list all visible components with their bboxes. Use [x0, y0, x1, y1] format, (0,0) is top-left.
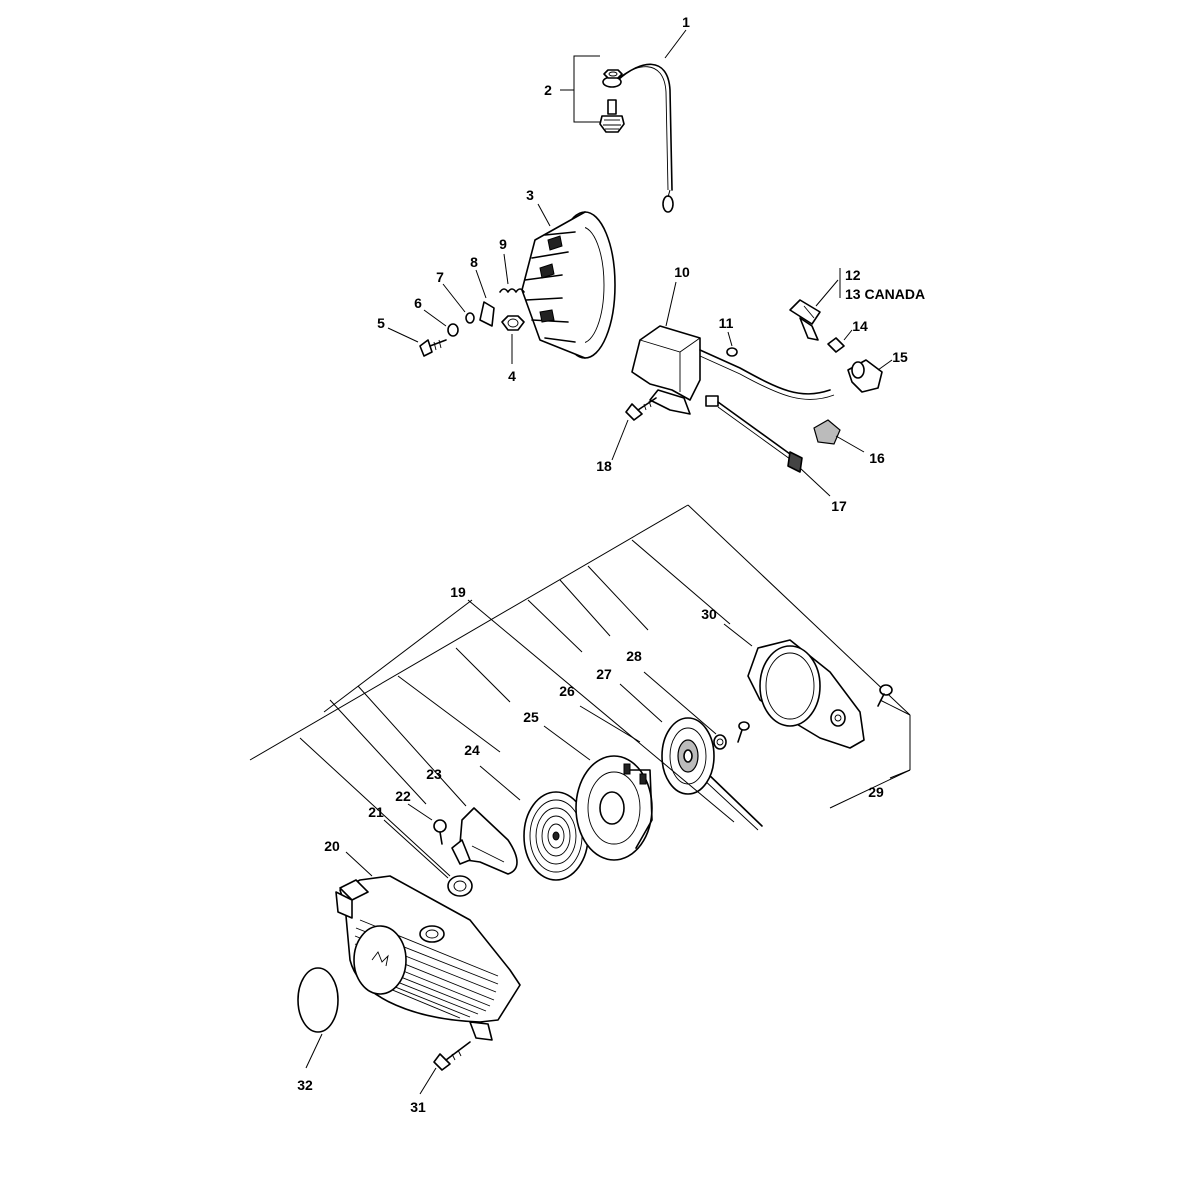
- rope-reel-part: [661, 717, 715, 795]
- callout-17: 17: [831, 498, 847, 514]
- small-washer-part: [465, 312, 475, 324]
- callout-24: 24: [464, 742, 480, 758]
- spark-plug-part: [789, 299, 821, 341]
- ground-wire-part: [602, 63, 674, 213]
- callout-14: 14: [852, 318, 868, 334]
- rope-guide-part: [447, 875, 473, 897]
- callout-11: 11: [719, 315, 734, 331]
- callout-27: 27: [596, 666, 612, 682]
- reel-washer-screw-part: [713, 721, 750, 750]
- housing-screw-part: [433, 1041, 471, 1071]
- callout-21: 21: [368, 804, 384, 820]
- coil-washer-part: [726, 347, 738, 357]
- starter-housing-part: [335, 875, 521, 1041]
- callout-8: 8: [470, 254, 478, 270]
- nut-stud-part: [599, 69, 625, 133]
- terminal-nut-part: [827, 337, 845, 353]
- leader-lines: [299, 29, 911, 1095]
- callout-16: 16: [869, 450, 885, 466]
- callout-5: 5: [377, 315, 385, 331]
- callout-7: 7: [436, 269, 444, 285]
- callout-4: 4: [508, 368, 516, 384]
- callout-1: 1: [682, 14, 690, 30]
- callout-15: 15: [892, 349, 908, 365]
- callout-20: 20: [324, 838, 340, 854]
- callout-29: 29: [868, 784, 884, 800]
- bolt-part: [419, 339, 447, 357]
- flywheel-part: [521, 211, 616, 359]
- starter-rope-part: [701, 771, 763, 831]
- callout-18: 18: [596, 458, 612, 474]
- spring-case-part: [575, 755, 653, 861]
- callout-9: 9: [499, 236, 507, 252]
- spring-part: [499, 288, 525, 293]
- callout-10: 10: [674, 264, 690, 280]
- flywheel-nut-part: [501, 315, 525, 331]
- callout-30: 30: [701, 606, 717, 622]
- callout-25: 25: [523, 709, 539, 725]
- plug-cap-part: [847, 359, 883, 393]
- callout-31: 31: [410, 1099, 426, 1115]
- handle-screw-part: [433, 819, 447, 845]
- plate-screw-part: [877, 684, 893, 707]
- callout-22: 22: [395, 788, 411, 804]
- callout-28: 28: [626, 648, 642, 664]
- starter-plate-part: [747, 639, 865, 749]
- callout-6: 6: [414, 295, 422, 311]
- stop-wire-part: [705, 395, 803, 473]
- pawl-part: [479, 301, 495, 327]
- callout-12: 12: [845, 267, 861, 283]
- washer-part: [447, 323, 459, 337]
- coil-bolt-part: [625, 397, 657, 421]
- callout-2: 2: [544, 82, 552, 98]
- ignition-coil-part: [631, 325, 835, 415]
- callout-19: 19: [450, 584, 466, 600]
- callout-labels: 1 2 3 4 5 6 7 8 9 10 11 12 13 CANADA 14 …: [297, 14, 925, 1115]
- callout-3: 3: [526, 187, 534, 203]
- callout-32: 32: [297, 1077, 313, 1093]
- starter-handle-part: [451, 807, 518, 875]
- callout-13: 13 CANADA: [845, 286, 925, 302]
- callout-26: 26: [559, 683, 575, 699]
- recoil-spring-part: [523, 791, 589, 881]
- assembly-bracket-lines: [249, 504, 911, 809]
- grommet-part: [813, 419, 841, 445]
- decal-part: [297, 967, 339, 1033]
- callout-23: 23: [426, 766, 442, 782]
